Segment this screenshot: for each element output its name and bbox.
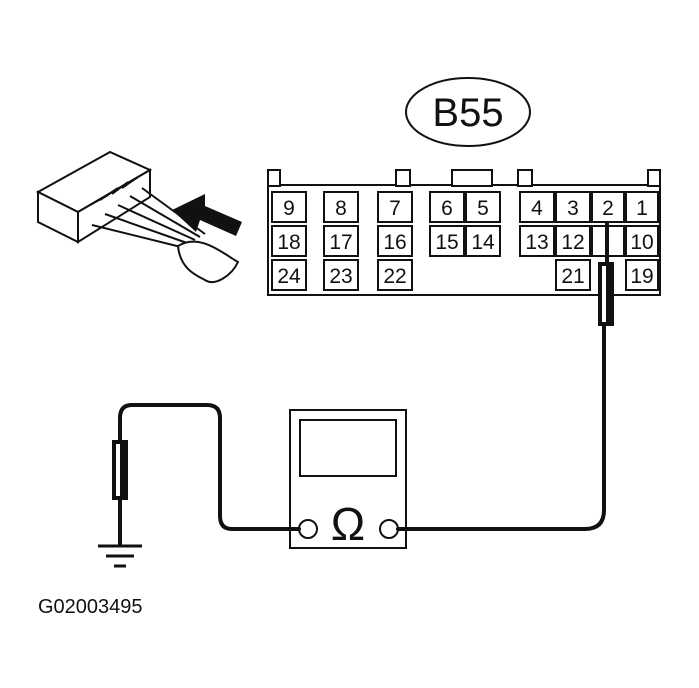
pin-4 bbox=[519, 191, 555, 223]
svg-text:21: 21 bbox=[561, 265, 584, 288]
svg-text:15: 15 bbox=[435, 231, 458, 254]
pin-1 bbox=[625, 191, 659, 223]
svg-text:19: 19 bbox=[630, 265, 653, 288]
svg-text:9: 9 bbox=[283, 197, 295, 220]
svg-text:4: 4 bbox=[531, 197, 543, 220]
ohmmeter bbox=[289, 409, 407, 549]
svg-text:8: 8 bbox=[335, 197, 347, 220]
pin-9 bbox=[271, 191, 307, 223]
harness-connector-illustration bbox=[35, 150, 240, 283]
pin-16 bbox=[377, 225, 413, 257]
meter-terminal-right bbox=[379, 519, 399, 539]
test-leads bbox=[118, 324, 606, 547]
svg-text:12: 12 bbox=[561, 231, 584, 254]
svg-text:7: 7 bbox=[389, 197, 401, 220]
meter-terminal-left bbox=[298, 519, 318, 539]
pin-14 bbox=[465, 225, 501, 257]
svg-text:18: 18 bbox=[277, 231, 300, 254]
pin-22 bbox=[377, 259, 413, 291]
svg-text:23: 23 bbox=[329, 265, 352, 288]
connector-label: B55 bbox=[405, 77, 531, 147]
svg-text:10: 10 bbox=[630, 231, 653, 254]
svg-text:3: 3 bbox=[567, 197, 579, 220]
pin-7 bbox=[377, 191, 413, 223]
pin-23 bbox=[323, 259, 359, 291]
svg-text:24: 24 bbox=[277, 265, 301, 288]
pin-5 bbox=[465, 191, 501, 223]
svg-text:2: 2 bbox=[602, 197, 614, 220]
direction-arrow bbox=[172, 194, 242, 236]
figure-code: G02003495 bbox=[38, 596, 143, 618]
test-probe-positive bbox=[598, 222, 614, 326]
svg-text:5: 5 bbox=[477, 197, 489, 220]
svg-text:22: 22 bbox=[383, 265, 406, 288]
pin-6 bbox=[429, 191, 465, 223]
svg-text:14: 14 bbox=[471, 231, 495, 254]
svg-text:6: 6 bbox=[441, 197, 453, 220]
svg-text:17: 17 bbox=[329, 231, 352, 254]
pin-8 bbox=[323, 191, 359, 223]
pin-24 bbox=[271, 259, 307, 291]
svg-text:1: 1 bbox=[636, 197, 648, 220]
svg-text:B55: B55 bbox=[432, 91, 503, 135]
pin-numbers: 9 8 7 6 5 4 3 2 1 18 17 16 15 14 13 12 1… bbox=[277, 197, 653, 288]
meter-display bbox=[299, 419, 397, 477]
pin-21 bbox=[555, 259, 591, 291]
pin-15 bbox=[429, 225, 465, 257]
pin-18 bbox=[271, 225, 307, 257]
pin-12 bbox=[555, 225, 591, 257]
pin-13 bbox=[519, 225, 555, 257]
svg-text:16: 16 bbox=[383, 231, 406, 254]
pin-17 bbox=[323, 225, 359, 257]
connector-pins bbox=[271, 191, 659, 291]
svg-text:13: 13 bbox=[525, 231, 548, 254]
test-probe-ground bbox=[112, 440, 128, 500]
ground-icon bbox=[98, 544, 142, 568]
pin-10 bbox=[625, 225, 659, 257]
pin-3 bbox=[555, 191, 591, 223]
pin-19 bbox=[625, 259, 659, 291]
ohm-symbol: Ω bbox=[331, 498, 365, 550]
